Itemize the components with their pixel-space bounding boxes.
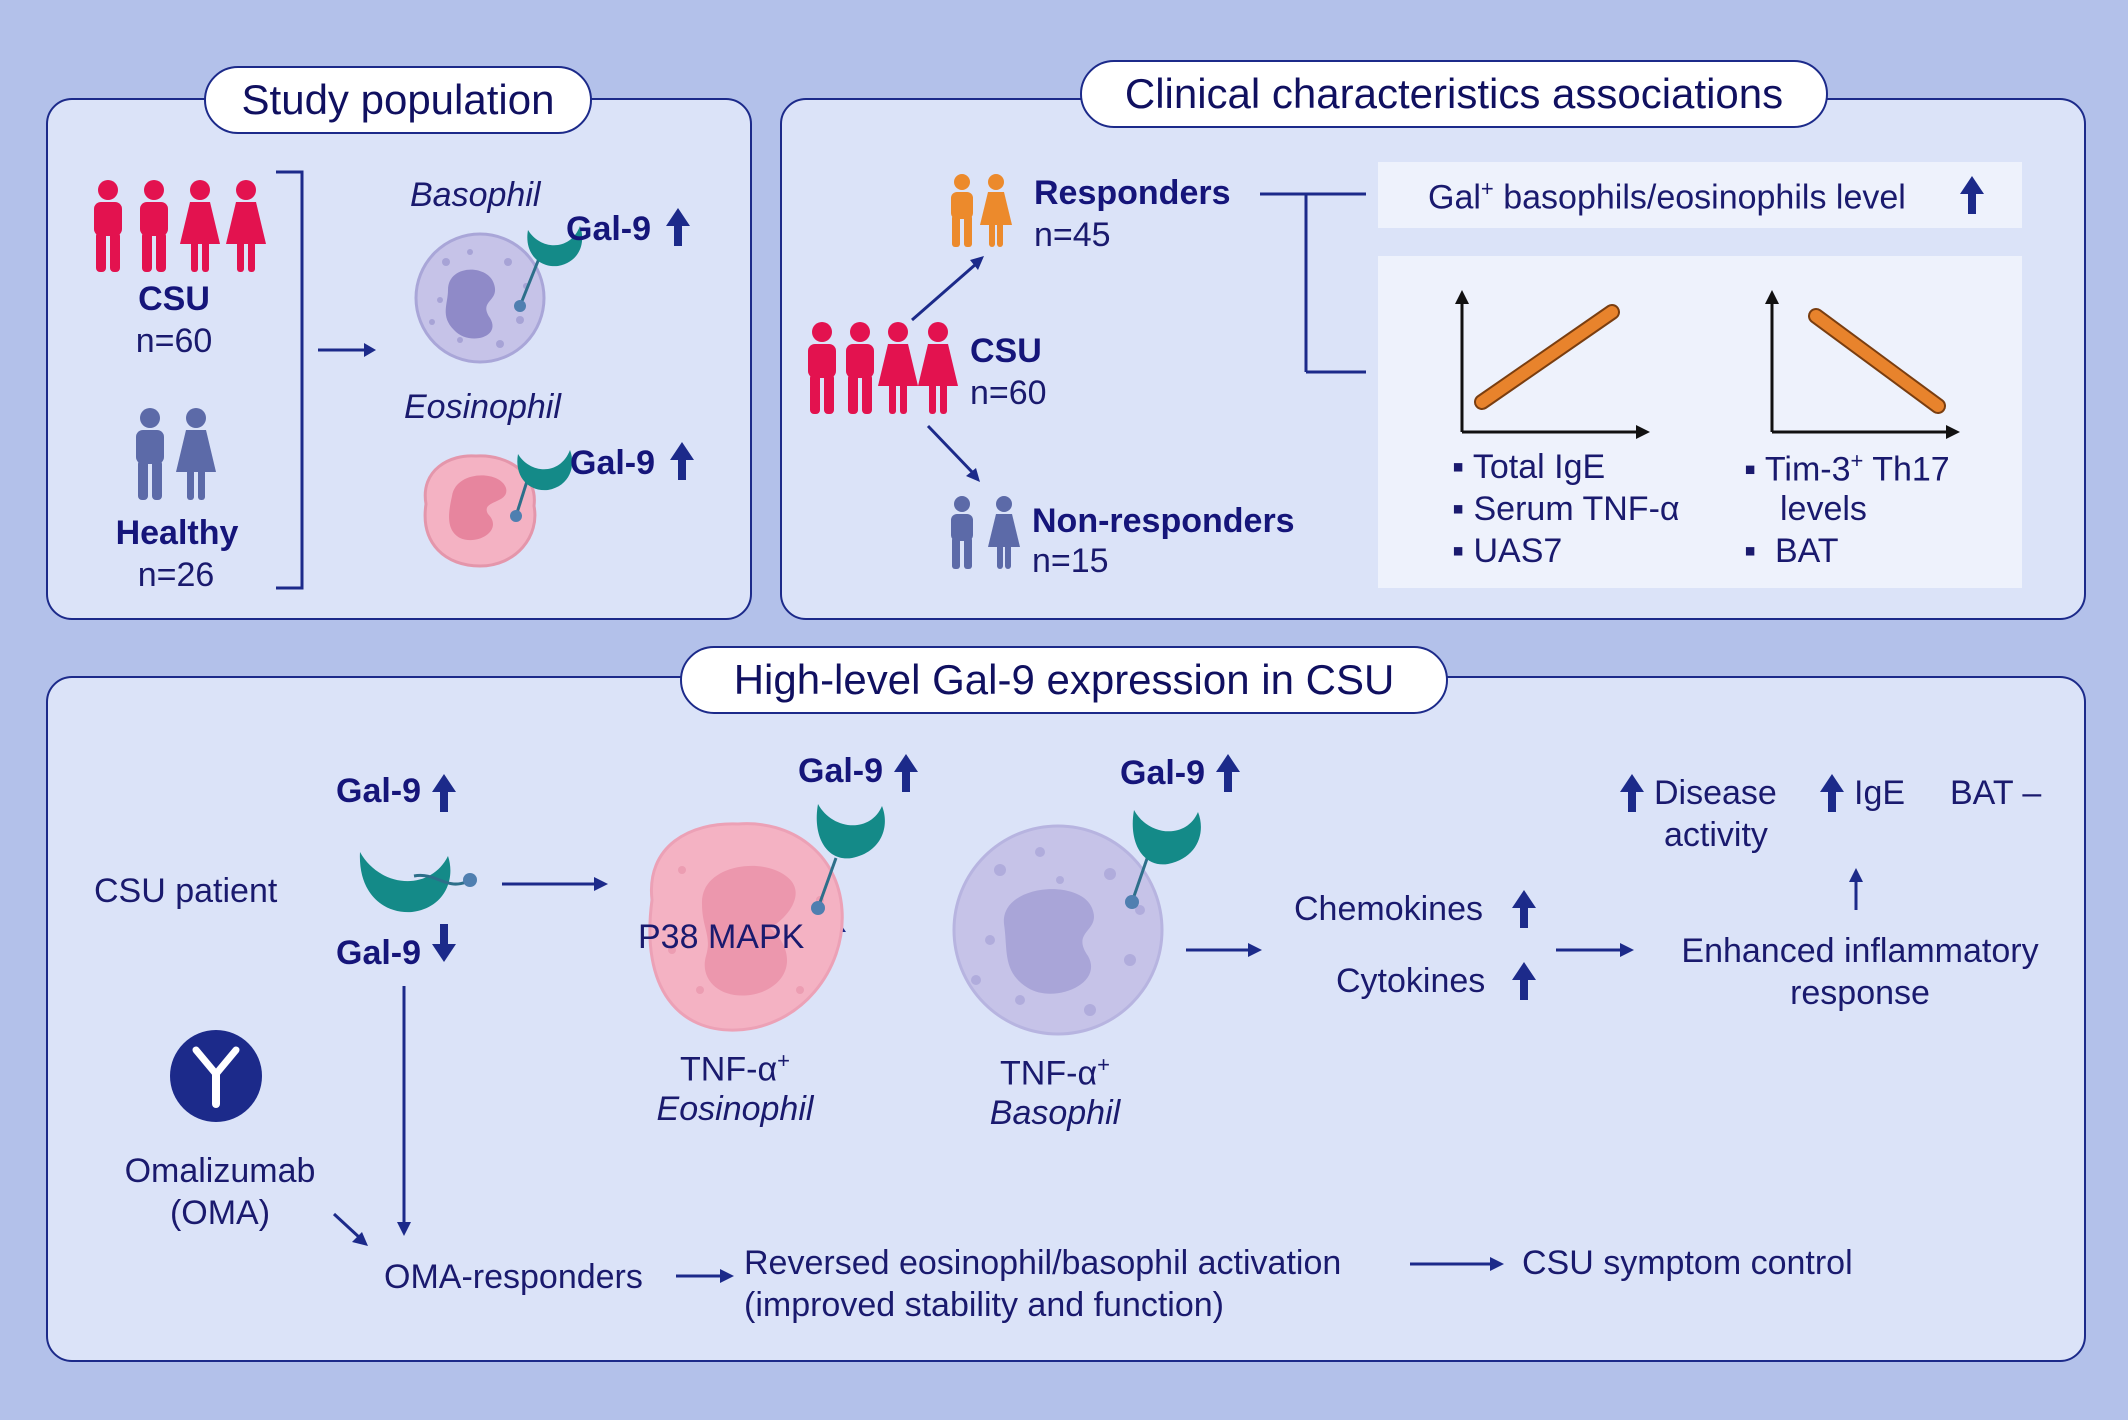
csu-patient-label: CSU patient: [94, 872, 278, 910]
gal9-up-label: Gal-9: [336, 772, 422, 810]
positive-item-3: ▪ UAS7: [1452, 532, 1563, 570]
chemokines-label: Chemokines: [1294, 890, 1483, 928]
positive-item-2: ▪ Serum TNF-α: [1452, 490, 1680, 528]
expression-title: High-level Gal-9 expression in CSU: [680, 646, 1448, 714]
reversed-activation-label-1: Reversed eosinophil/basophil activation: [744, 1244, 1342, 1282]
responders-label: Responders: [1034, 174, 1231, 212]
eosinophil-label: Eosinophil: [404, 388, 561, 426]
basophil-large-label: Basophil: [989, 1094, 1121, 1132]
negative-item-2: ▪ BAT: [1744, 532, 1839, 570]
eosinophil-large-label: Eosinophil: [656, 1090, 814, 1128]
csu-group-label: CSU: [138, 280, 210, 318]
nonresponders-label: Non-responders: [1032, 502, 1295, 540]
bat-label: BAT –: [1950, 774, 2042, 812]
omalizumab-label: Omalizumab: [124, 1152, 316, 1190]
clinical-csu-count: n=60: [970, 374, 1047, 412]
gal9-basophil-label: Gal-9: [566, 210, 652, 248]
ige-label: IgE: [1854, 774, 1906, 812]
healthy-group-count: n=26: [137, 556, 215, 594]
p38-mapk-label: P38 MAPK: [638, 918, 805, 956]
positive-item-1: ▪ Total IgE: [1452, 448, 1606, 486]
tnf-eosinophil-label: TNF-α+: [680, 1048, 790, 1089]
disease-label: Disease: [1654, 774, 1777, 812]
gal9-eosinophil-label: Gal-9: [570, 444, 656, 482]
oma-responders-label: OMA-responders: [384, 1258, 643, 1296]
negative-item-1b: levels: [1780, 490, 1867, 528]
cytokines-label: Cytokines: [1336, 962, 1486, 1000]
clinical-title: Clinical characteristics associations: [1080, 60, 1828, 128]
nonresponders-count: n=15: [1032, 542, 1109, 580]
healthy-group-label: Healthy: [115, 514, 239, 552]
gal9-basophil-large-label: Gal-9: [1120, 754, 1206, 792]
gal9-down-label: Gal-9: [336, 934, 422, 972]
clinical-csu-label: CSU: [970, 332, 1042, 370]
oma-label: (OMA): [169, 1194, 271, 1232]
gal-level-box: [1378, 162, 2022, 228]
basophil-label: Basophil: [410, 176, 541, 214]
enhanced-response-label-1: Enhanced inflammatory: [1681, 932, 2039, 970]
responders-count: n=45: [1034, 216, 1111, 254]
reversed-activation-label-2: (improved stability and function): [744, 1286, 1225, 1324]
study-population-title: Study population: [204, 66, 592, 134]
enhanced-response-label-2: response: [1790, 974, 1930, 1012]
gal-level-text: Gal+ basophils/eosinophils level: [1428, 176, 1906, 217]
csu-group-count: n=60: [135, 322, 213, 360]
negative-item-1: ▪ Tim-3+ Th17: [1744, 448, 1950, 489]
gal9-eosinophil-large-label: Gal-9: [798, 752, 884, 790]
tnf-basophil-label: TNF-α+: [1000, 1052, 1110, 1093]
activity-label: activity: [1664, 816, 1768, 854]
symptom-control-label: CSU symptom control: [1522, 1244, 1853, 1282]
